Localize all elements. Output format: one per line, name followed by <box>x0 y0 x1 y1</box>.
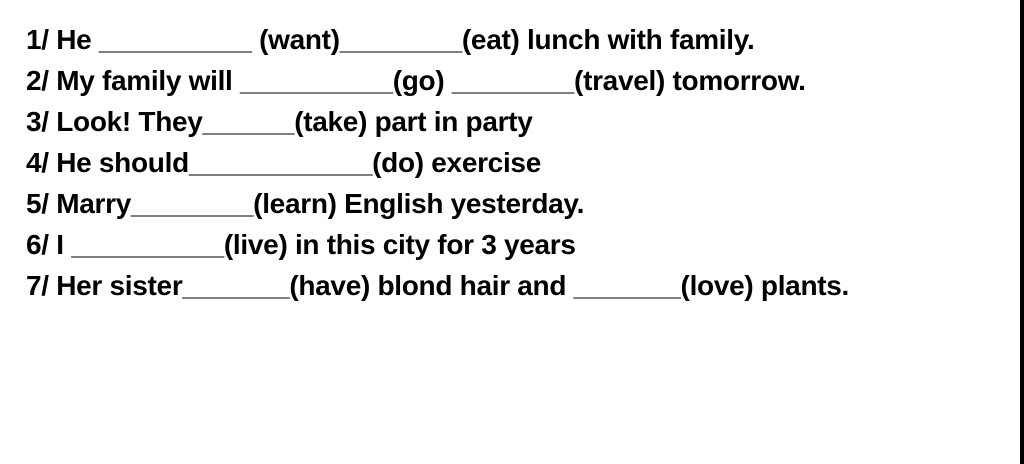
exercise-item-6: 6/ I __________(live) in this city for 3… <box>26 229 576 260</box>
exercise-item-2: 2/ My family will __________(go) _______… <box>26 65 806 96</box>
page-edge-divider <box>1020 0 1024 464</box>
exercise-list: 1/ He __________ (want)________(eat) lun… <box>26 19 849 306</box>
exercise-item-5: 5/ Marry________(learn) English yesterda… <box>26 188 585 219</box>
exercise-item-1: 1/ He __________ (want)________(eat) lun… <box>26 24 755 55</box>
exercise-item-4: 4/ He should____________(do) exercise <box>26 147 541 178</box>
exercise-item-7: 7/ Her sister_______(have) blond hair an… <box>26 270 850 301</box>
exercise-item-3: 3/ Look! They______(take) part in party <box>26 106 533 137</box>
